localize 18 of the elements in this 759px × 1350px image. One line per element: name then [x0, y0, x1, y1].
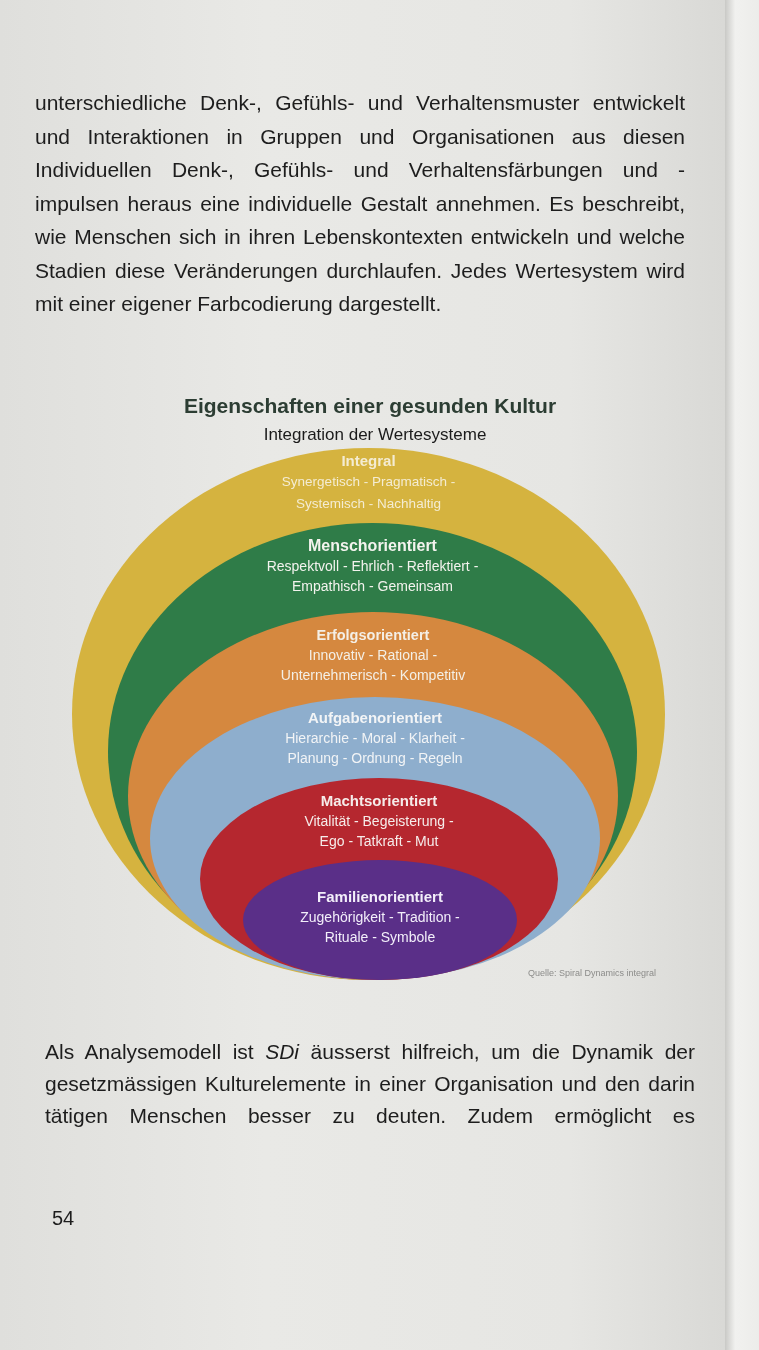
layer-traits: Hierarchie - Moral - Klarheit - Planung - Ordnung - Regeln	[284, 729, 466, 768]
diagram-title: Eigenschaften einer gesunden Kultur	[182, 394, 558, 418]
layer-heading: Familienorientiert	[317, 887, 443, 907]
diagram-subtitle: Integration der Wertesysteme	[262, 425, 488, 445]
layer-heading: Machtsorientiert	[320, 791, 438, 811]
layer-traits: Zugehörigkeit - Tradition - Rituale - Symbole	[299, 908, 461, 947]
layer-heading: Erfolgsorientiert	[316, 626, 430, 645]
source-note: Quelle: Spiral Dynamics integral	[528, 968, 657, 978]
layer-traits: Respektvoll - Ehrlich - Reflektiert - Empathisch - Gemeinsam	[265, 557, 480, 596]
layer-traits: Innovativ - Rational - Unternehmerisch - Kompetitiv	[279, 646, 467, 685]
layer-heading: Aufgabenorientiert	[307, 708, 443, 728]
layer-traits: Vitalität - Begeisterung - Ego - Tatkraft - Mut	[303, 812, 455, 851]
layer-heading: Menschorientiert	[308, 536, 437, 556]
page-number: 54	[52, 1207, 75, 1230]
body-paragraph: Als Analysemodell ist SDi äusserst hilfreich, um die Dynamik der gesetzmässigen Kulturelemente in einer Organisation und den darin tätigen Menschen besser zu deuten. Zudem ermöglicht es	[45, 1039, 695, 1129]
layer-traits: Synergetisch - Pragmatisch - Systemisch - Nachhaltig	[280, 473, 457, 513]
body-paragraph: unterschiedliche Denk-, Gefühls- und Verhaltensmuster entwickelt und Interaktionen in Gruppen und Organisationen aus diesen Individuellen Denk-, Gefühls- und Verhaltensfärbungen und - impulsen heraus eine individuelle Gestalt annehmen. Es beschreibt, wie Menschen sich in ihren Lebenskontexten entwickeln und welche Stadien diese Veränderungen durchlaufen. Jedes Wertesystem wird mit einer eigener Farbcodierung dargestellt.	[35, 90, 685, 317]
layer-heading: Integral	[341, 451, 396, 471]
